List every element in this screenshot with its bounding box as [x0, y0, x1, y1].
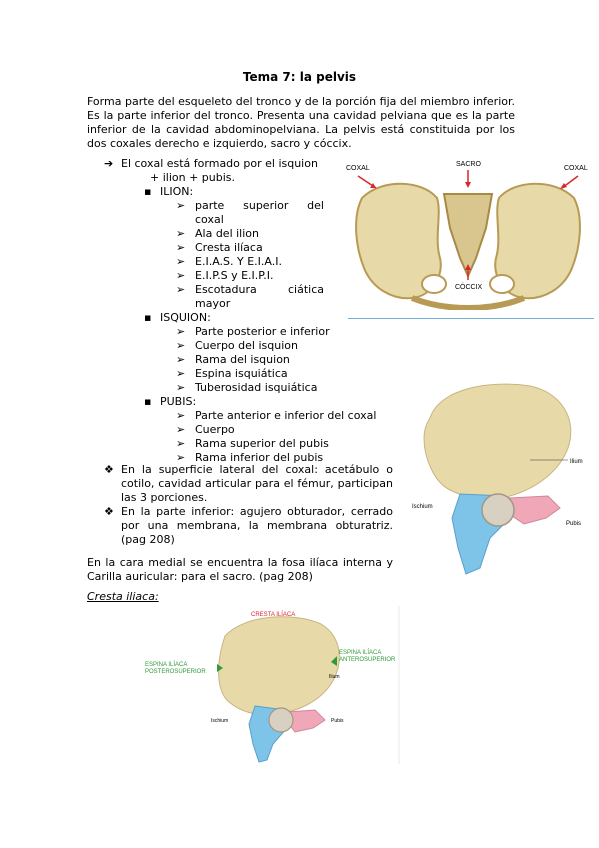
pubis-item: Rama superior del pubis: [195, 437, 329, 450]
fig3-eias-label-1: ESPINA ILÍACA: [339, 649, 381, 656]
coxal-line-2: + ilion + pubis.: [150, 171, 236, 184]
pubis-heading: PUBIS:: [160, 395, 197, 408]
acetabulum-shape: [481, 493, 515, 527]
pelvis-figure: COXAL SACRO COXAL CÓCCIX: [346, 161, 588, 310]
ilion-item: E.I.A.S. Y E.I.A.I.: [195, 255, 282, 268]
figure-divider: [348, 318, 594, 319]
fig1-sacro-label: SACRO: [456, 161, 481, 168]
cresta-heading: Cresta iliaca:: [87, 590, 159, 603]
chevron-bullet-icon: ➢: [176, 283, 186, 296]
acetabulum-shape: [268, 707, 294, 733]
green-arrow-icon: [217, 664, 223, 672]
isquion-heading: ISQUION:: [160, 311, 211, 324]
chevron-bullet-icon: ➢: [176, 269, 186, 282]
fig3-eips-label-1: ESPINA ILÍACA: [145, 661, 187, 668]
fig3-eias-label-2: ANTEROSUPERIOR: [339, 657, 396, 663]
pubis-item: Rama inferior del pubis: [195, 451, 324, 464]
pubis-item: Cuerpo: [195, 423, 235, 436]
fig2-ilium-label: Ilium: [570, 459, 583, 465]
ilion-item: Escotadura ciática mayor: [195, 283, 324, 310]
left-obturator-shape: [421, 274, 447, 294]
chevron-bullet-icon: ➢: [176, 227, 186, 240]
fig2-pubis-label: Pubis: [566, 521, 581, 527]
chevron-bullet-icon: ➢: [176, 353, 186, 366]
square-bullet-icon: ▪: [144, 185, 152, 198]
cresta-iliaca-figure: CRESTA ILÍACA ESPINA ILÍACA ANTEROSUPERI…: [145, 606, 400, 764]
ilion-item: parte superior del coxal: [195, 199, 324, 226]
ilion-item: E.I.P.S y E.I.P.I.: [195, 269, 274, 282]
inferior-part-note: En la parte inferior: agujero obturador,…: [121, 505, 393, 546]
page-title: Tema 7: la pelvis: [242, 70, 357, 84]
fig1-coxal-right-label: COXAL: [564, 165, 588, 172]
coxal-line-1: El coxal está formado por el isquion: [121, 157, 318, 170]
square-bullet-icon: ▪: [144, 395, 152, 408]
chevron-bullet-icon: ➢: [176, 409, 186, 422]
pubis-shape: [509, 495, 561, 525]
ilion-item: Cresta ilíaca: [195, 241, 263, 254]
intro-paragraph: Forma parte del esqueleto del tronco y d…: [87, 95, 515, 150]
fig3-cresta-label: CRESTA ILÍACA: [251, 611, 295, 618]
fig2-ischium-label: Ischium: [412, 504, 433, 510]
chevron-bullet-icon: ➢: [176, 451, 186, 464]
pubic-ring-shape: [410, 295, 526, 310]
fig3-ilium-label: Ilium: [329, 674, 340, 680]
sacrum-shape: [442, 193, 494, 279]
isquion-item: Rama del isquion: [195, 353, 290, 366]
fig1-coccix-label: CÓCCIX: [455, 282, 483, 291]
chevron-bullet-icon: ➢: [176, 325, 186, 338]
fig3-pubis-label: Pubis: [331, 718, 344, 724]
isquion-item: Espina isquiática: [195, 367, 288, 380]
red-arrow-icon: [465, 264, 471, 270]
red-arrow-icon: [370, 183, 376, 188]
diamond-bullet-icon: ❖: [104, 505, 114, 518]
isquion-item: Parte posterior e inferior: [195, 325, 330, 338]
ilion-heading: ILION:: [160, 185, 194, 198]
chevron-bullet-icon: ➢: [176, 423, 186, 436]
isquion-item: Cuerpo del isquion: [195, 339, 298, 352]
chevron-bullet-icon: ➢: [176, 381, 186, 394]
chevron-bullet-icon: ➢: [176, 367, 186, 380]
coxal-lateral-figure: Ilium Ischium Pubis: [412, 383, 583, 575]
fig3-ischium-label: Ischium: [211, 718, 228, 724]
arrow-bullet-icon: ➔: [104, 157, 114, 170]
diamond-bullet-icon: ❖: [104, 463, 114, 476]
chevron-bullet-icon: ➢: [176, 437, 186, 450]
red-arrow-icon: [465, 182, 471, 188]
chevron-bullet-icon: ➢: [176, 199, 186, 212]
ilium-shape: [423, 383, 572, 500]
ilion-item: Ala del ilion: [195, 227, 259, 240]
square-bullet-icon: ▪: [144, 311, 152, 324]
chevron-bullet-icon: ➢: [176, 241, 186, 254]
red-arrow-icon: [560, 183, 567, 189]
chevron-bullet-icon: ➢: [176, 255, 186, 268]
fig3-eips-label-2: POSTEROSUPERIOR: [145, 669, 206, 675]
right-obturator-shape: [489, 274, 515, 294]
green-arrow-icon: [331, 656, 337, 666]
ilium-shape: [218, 616, 340, 715]
chevron-bullet-icon: ➢: [176, 339, 186, 352]
pubis-item: Parte anterior e inferior del coxal: [195, 409, 377, 422]
lateral-surface-note: En la superficie lateral del coxal: acet…: [121, 463, 393, 504]
medial-face-paragraph: En la cara medial se encuentra la fosa i…: [87, 556, 393, 583]
fig1-coxal-left-label: COXAL: [346, 165, 370, 172]
isquion-item: Tuberosidad isquiática: [195, 381, 318, 394]
